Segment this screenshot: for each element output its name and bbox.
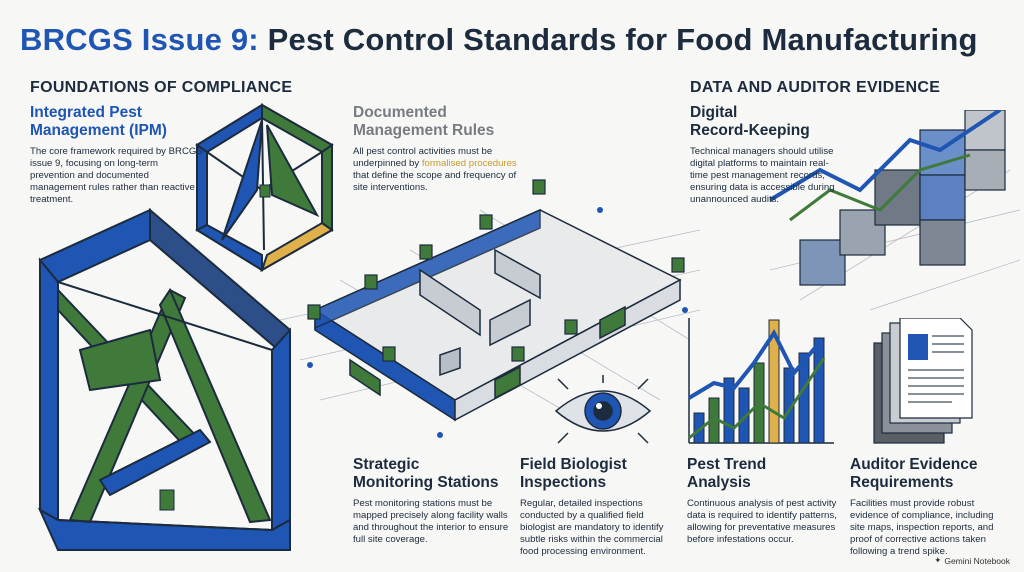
evidence-heading: Auditor Evidence Requirements bbox=[850, 456, 978, 491]
records-body: Technical managers should utilise digita… bbox=[690, 146, 835, 205]
rules-highlight: formalised procedures bbox=[421, 158, 517, 169]
evidence-body: Facilities must provide robust evidence … bbox=[850, 498, 994, 557]
records-heading: Digital Record-Keeping bbox=[690, 104, 810, 139]
document-stack-illustration bbox=[873, 318, 973, 444]
title-rest: Pest Control Standards for Food Manufact… bbox=[267, 22, 978, 57]
trend-block: Pest Trend Analysis Continuous analysis … bbox=[687, 456, 839, 546]
sparkle-icon: ✦ bbox=[934, 555, 942, 565]
rules-block: Documented Management Rules All pest con… bbox=[353, 104, 528, 194]
inspections-block: Field Biologist Inspections Regular, det… bbox=[520, 456, 678, 558]
section-foundations: FOUNDATIONS OF COMPLIANCE bbox=[30, 79, 293, 96]
trend-heading: Pest Trend Analysis bbox=[687, 456, 767, 491]
section-data: DATA AND AUDITOR EVIDENCE bbox=[690, 79, 941, 96]
records-block: Digital Record-Keeping Technical manager… bbox=[690, 104, 840, 206]
evidence-block: Auditor Evidence Requirements Facilities… bbox=[850, 456, 1008, 558]
ipm-cube-illustration bbox=[194, 103, 334, 273]
page-title: BRCGS Issue 9: Pest Control Standards fo… bbox=[20, 22, 978, 58]
rules-heading: Documented Management Rules bbox=[353, 104, 495, 139]
footer-brand-label: Gemini Notebook bbox=[944, 555, 1010, 566]
inspections-body: Regular, detailed inspections conducted … bbox=[520, 498, 664, 557]
ipm-body: The core framework required by BRCGS iss… bbox=[30, 146, 203, 205]
rules-body: All pest control activities must be unde… bbox=[353, 146, 517, 193]
pest-trend-chart bbox=[687, 318, 834, 444]
ipm-frame-illustration bbox=[37, 207, 291, 551]
ipm-heading: Integrated Pest Management (IPM) bbox=[30, 104, 167, 139]
stations-block: Strategic Monitoring Stations Pest monit… bbox=[353, 456, 513, 546]
inspections-heading: Field Biologist Inspections bbox=[520, 456, 627, 491]
stations-body: Pest monitoring stations must be mapped … bbox=[353, 498, 509, 545]
trend-body: Continuous analysis of pest activity dat… bbox=[687, 498, 837, 545]
inspection-eye-icon bbox=[554, 375, 652, 444]
footer-brand: ✦ Gemini Notebook bbox=[934, 555, 1010, 566]
data-cubes-illustration bbox=[770, 110, 1020, 310]
ipm-block: Integrated Pest Management (IPM) The cor… bbox=[30, 104, 205, 206]
facility-floorplan-illustration bbox=[280, 179, 700, 438]
title-prefix: BRCGS Issue 9: bbox=[20, 22, 259, 57]
stations-heading: Strategic Monitoring Stations bbox=[353, 456, 499, 491]
